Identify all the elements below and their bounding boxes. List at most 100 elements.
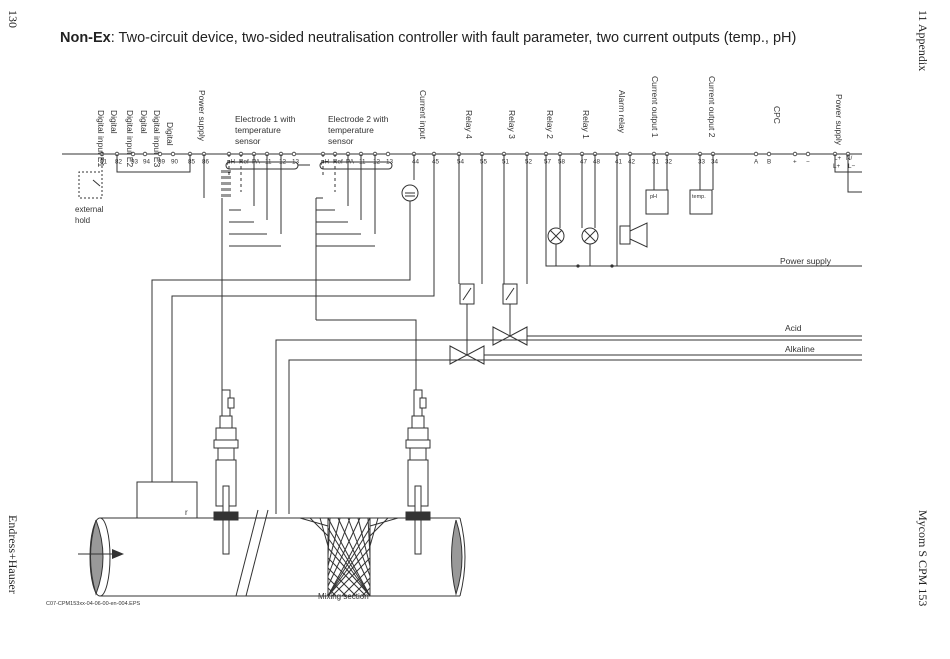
pipe-break <box>235 509 259 597</box>
junction <box>610 264 614 268</box>
electrode1-sensor-flange <box>213 511 239 521</box>
current-input-loop2 <box>171 154 435 482</box>
terminal-label: 86 <box>202 159 210 166</box>
terminal-point <box>385 151 391 157</box>
electrode1-sensor-body <box>219 415 233 429</box>
label-relay2: Relay 2 <box>545 110 555 139</box>
terminal-point <box>157 151 163 157</box>
lamp-x <box>549 229 563 243</box>
terminal-point <box>805 151 811 157</box>
relay2-return <box>545 154 862 267</box>
terminal-label: N/ <box>846 155 853 162</box>
terminal-label: L+ <box>833 163 841 170</box>
mesh <box>341 567 371 597</box>
mesh <box>327 527 371 597</box>
power-l-wire <box>834 154 862 173</box>
electrode2-sensor-connector <box>419 397 427 409</box>
transmitter-box <box>136 481 198 519</box>
terminal-label: B <box>767 159 771 166</box>
label-digital-e3: Digital input E3 <box>152 110 162 167</box>
mesh <box>299 517 329 527</box>
terminal-label: 41 <box>615 159 623 166</box>
terminal-point <box>766 151 772 157</box>
label-acid: Acid <box>785 323 802 333</box>
electrode1-sensor-tip <box>222 519 230 555</box>
label-electrode1: sensor <box>235 136 261 146</box>
label-electrode2: Electrode 2 with <box>328 114 389 124</box>
pipe-outlet-fill <box>451 519 463 596</box>
mesh <box>327 517 371 597</box>
main-pipe <box>100 517 460 597</box>
power-n-wire <box>847 154 862 193</box>
alarm-horn <box>619 225 631 245</box>
terminal-point <box>291 151 297 157</box>
current-output1-recorder <box>645 189 669 215</box>
terminal-label: 55 <box>480 159 488 166</box>
label-external-hold: hold <box>75 216 90 225</box>
terminal-point <box>130 151 136 157</box>
mesh <box>331 557 371 597</box>
electrode1-sensor-stem <box>217 447 235 461</box>
mesh <box>309 517 329 537</box>
hold-switch <box>92 179 101 187</box>
electrode2-sensor-stem <box>409 447 427 461</box>
terminal-label: 34 <box>711 159 719 166</box>
label-temp-box: temp. <box>692 194 706 200</box>
terminal-point <box>792 151 798 157</box>
digital-input-bridge <box>116 154 191 173</box>
terminal-label: 52 <box>525 159 533 166</box>
electrode2-cable-sleeve <box>319 161 393 170</box>
label-electrode2: sensor <box>328 136 354 146</box>
mesh <box>357 517 371 567</box>
current-output2-recorder <box>689 189 713 215</box>
current-input-loop <box>151 201 411 482</box>
terminal-label: 94 <box>143 159 151 166</box>
acid-pipe <box>275 339 862 514</box>
electrode2-sensor-nut <box>405 439 431 449</box>
label-relay3: Relay 3 <box>507 110 517 139</box>
label-current-input: Current input <box>418 90 428 140</box>
transmitter-mark: r <box>185 508 188 517</box>
mesh <box>327 567 357 597</box>
label-electrode1: temperature <box>235 125 281 135</box>
external-hold-box-outline <box>78 154 103 199</box>
terminal-label: A <box>754 159 759 166</box>
terminal-label: 90 <box>171 159 179 166</box>
label-digital-e2b: Digital <box>139 110 149 134</box>
terminal-label: 45 <box>432 159 440 166</box>
label-relay1: Relay 1 <box>581 110 591 139</box>
relay3-coil-mark <box>505 287 515 301</box>
label-electrode2: temperature <box>328 125 374 135</box>
acid-valve <box>492 326 512 346</box>
label-alarm-relay: Alarm relay <box>617 90 627 134</box>
pipe-outlet <box>459 517 466 597</box>
electrode2-sensor-body2 <box>407 427 429 441</box>
mesh <box>369 517 389 537</box>
terminal-label: L− <box>848 163 856 170</box>
mesh <box>327 517 341 567</box>
electrode2-cable-route <box>316 319 417 390</box>
mesh <box>327 577 347 597</box>
alkaline-valve <box>465 345 485 365</box>
diagram-title: Non-Ex: Two-circuit device, two-sided ne… <box>60 30 797 46</box>
terminal-label: 57 <box>544 159 552 166</box>
label-digital-e1: Digital input E1 <box>96 110 106 167</box>
electrode1-sensor-connector <box>227 397 235 409</box>
mesh <box>369 517 399 527</box>
label-electrode1: Electrode 1 with <box>235 114 296 124</box>
terminal-label: 58 <box>558 159 566 166</box>
terminal-label: 89 <box>158 159 166 166</box>
terminal-label: + <box>793 159 797 166</box>
terminal-label: 82 <box>115 159 123 166</box>
label-mixing-section: Mixing section <box>318 592 369 601</box>
alkaline-valve <box>449 345 469 365</box>
mesh <box>327 517 361 587</box>
terminal-label: 81 <box>100 159 108 166</box>
terminal-label: 54 <box>457 159 465 166</box>
mesh <box>327 557 367 597</box>
label-power-supply-right: Power supply <box>834 94 844 146</box>
lamp-x <box>583 229 597 243</box>
electrode1-sensor-nut <box>213 439 239 449</box>
label-external-hold: external <box>75 205 104 214</box>
